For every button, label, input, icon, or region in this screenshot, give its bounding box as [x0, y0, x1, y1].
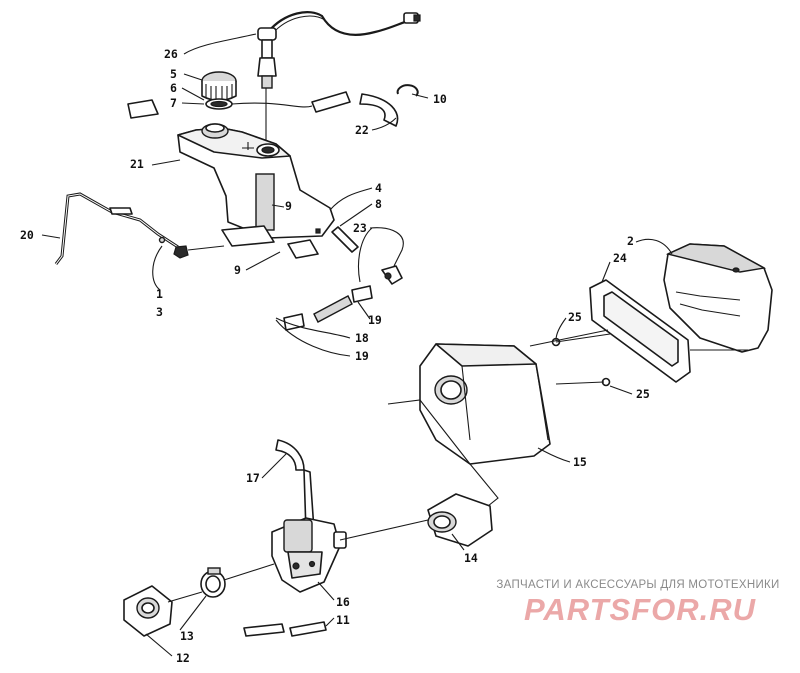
fuel-gauge-sender: [257, 11, 421, 89]
callout-11: 11: [336, 613, 350, 627]
callout-21: 21: [130, 157, 144, 171]
hose-clamp: [396, 84, 419, 97]
callout-25-lower: 25: [636, 387, 650, 401]
callout-24: 24: [613, 251, 627, 265]
intake-boot: [427, 493, 493, 547]
silencer-gasket: [589, 279, 691, 383]
mounting-pad: [221, 225, 275, 247]
callout-4: 4: [375, 181, 382, 195]
vent-tube: [331, 226, 359, 253]
vent-hose: [311, 91, 351, 113]
callout-9-pads: 9: [234, 263, 241, 277]
hose-piece: [243, 623, 285, 637]
callout-12: 12: [176, 651, 190, 665]
callout-20: 20: [20, 228, 34, 242]
callout-5: 5: [170, 67, 177, 81]
callout-3: 3: [156, 305, 163, 319]
air-silencer-cover: [663, 243, 773, 353]
callout-17: 17: [246, 471, 260, 485]
callout-22: 22: [355, 123, 369, 137]
carburetor: [271, 439, 347, 593]
gauge-rod: [54, 192, 189, 265]
callout-10: 10: [433, 92, 447, 106]
callout-16: 16: [336, 595, 350, 609]
callout-19-upper: 19: [368, 313, 382, 327]
callout-7: 7: [170, 96, 177, 110]
decal-plate: [127, 99, 159, 119]
callout-2: 2: [627, 234, 634, 248]
callout-8: 8: [375, 197, 382, 211]
carb-clamp: [200, 567, 226, 598]
watermark-caption: ЗАПЧАСТИ И АКСЕССУАРЫ ДЛЯ МОТОТЕХНИКИ: [496, 579, 780, 591]
callout-19-lower: 19: [355, 349, 369, 363]
callouts: 26 5 6 7 10 22 21 4 8 9 23 20 1 3 9 19 1…: [20, 47, 650, 665]
fuel-line-fittings: [283, 265, 403, 331]
callout-6: 6: [170, 81, 177, 95]
leader-lines: [41, 33, 748, 657]
mounting-pad: [287, 239, 319, 259]
intake-flange: [123, 585, 173, 637]
callout-14: 14: [464, 551, 478, 565]
callout-25-upper: 25: [568, 310, 582, 324]
callout-18: 18: [355, 331, 369, 345]
parts: [54, 11, 773, 637]
callout-15: 15: [573, 455, 587, 469]
callout-9-tank: 9: [285, 199, 292, 213]
callout-1: 1: [156, 287, 163, 301]
vent-hose: [359, 93, 399, 127]
fuel-tank: [177, 123, 335, 239]
air-box: [419, 343, 551, 465]
callout-13: 13: [180, 629, 194, 643]
hose-piece: [289, 621, 327, 637]
fuel-cap: [201, 71, 237, 110]
callout-23: 23: [353, 221, 367, 235]
watermark-logo: PARTSFOR.RU: [523, 592, 757, 627]
callout-26: 26: [164, 47, 178, 61]
